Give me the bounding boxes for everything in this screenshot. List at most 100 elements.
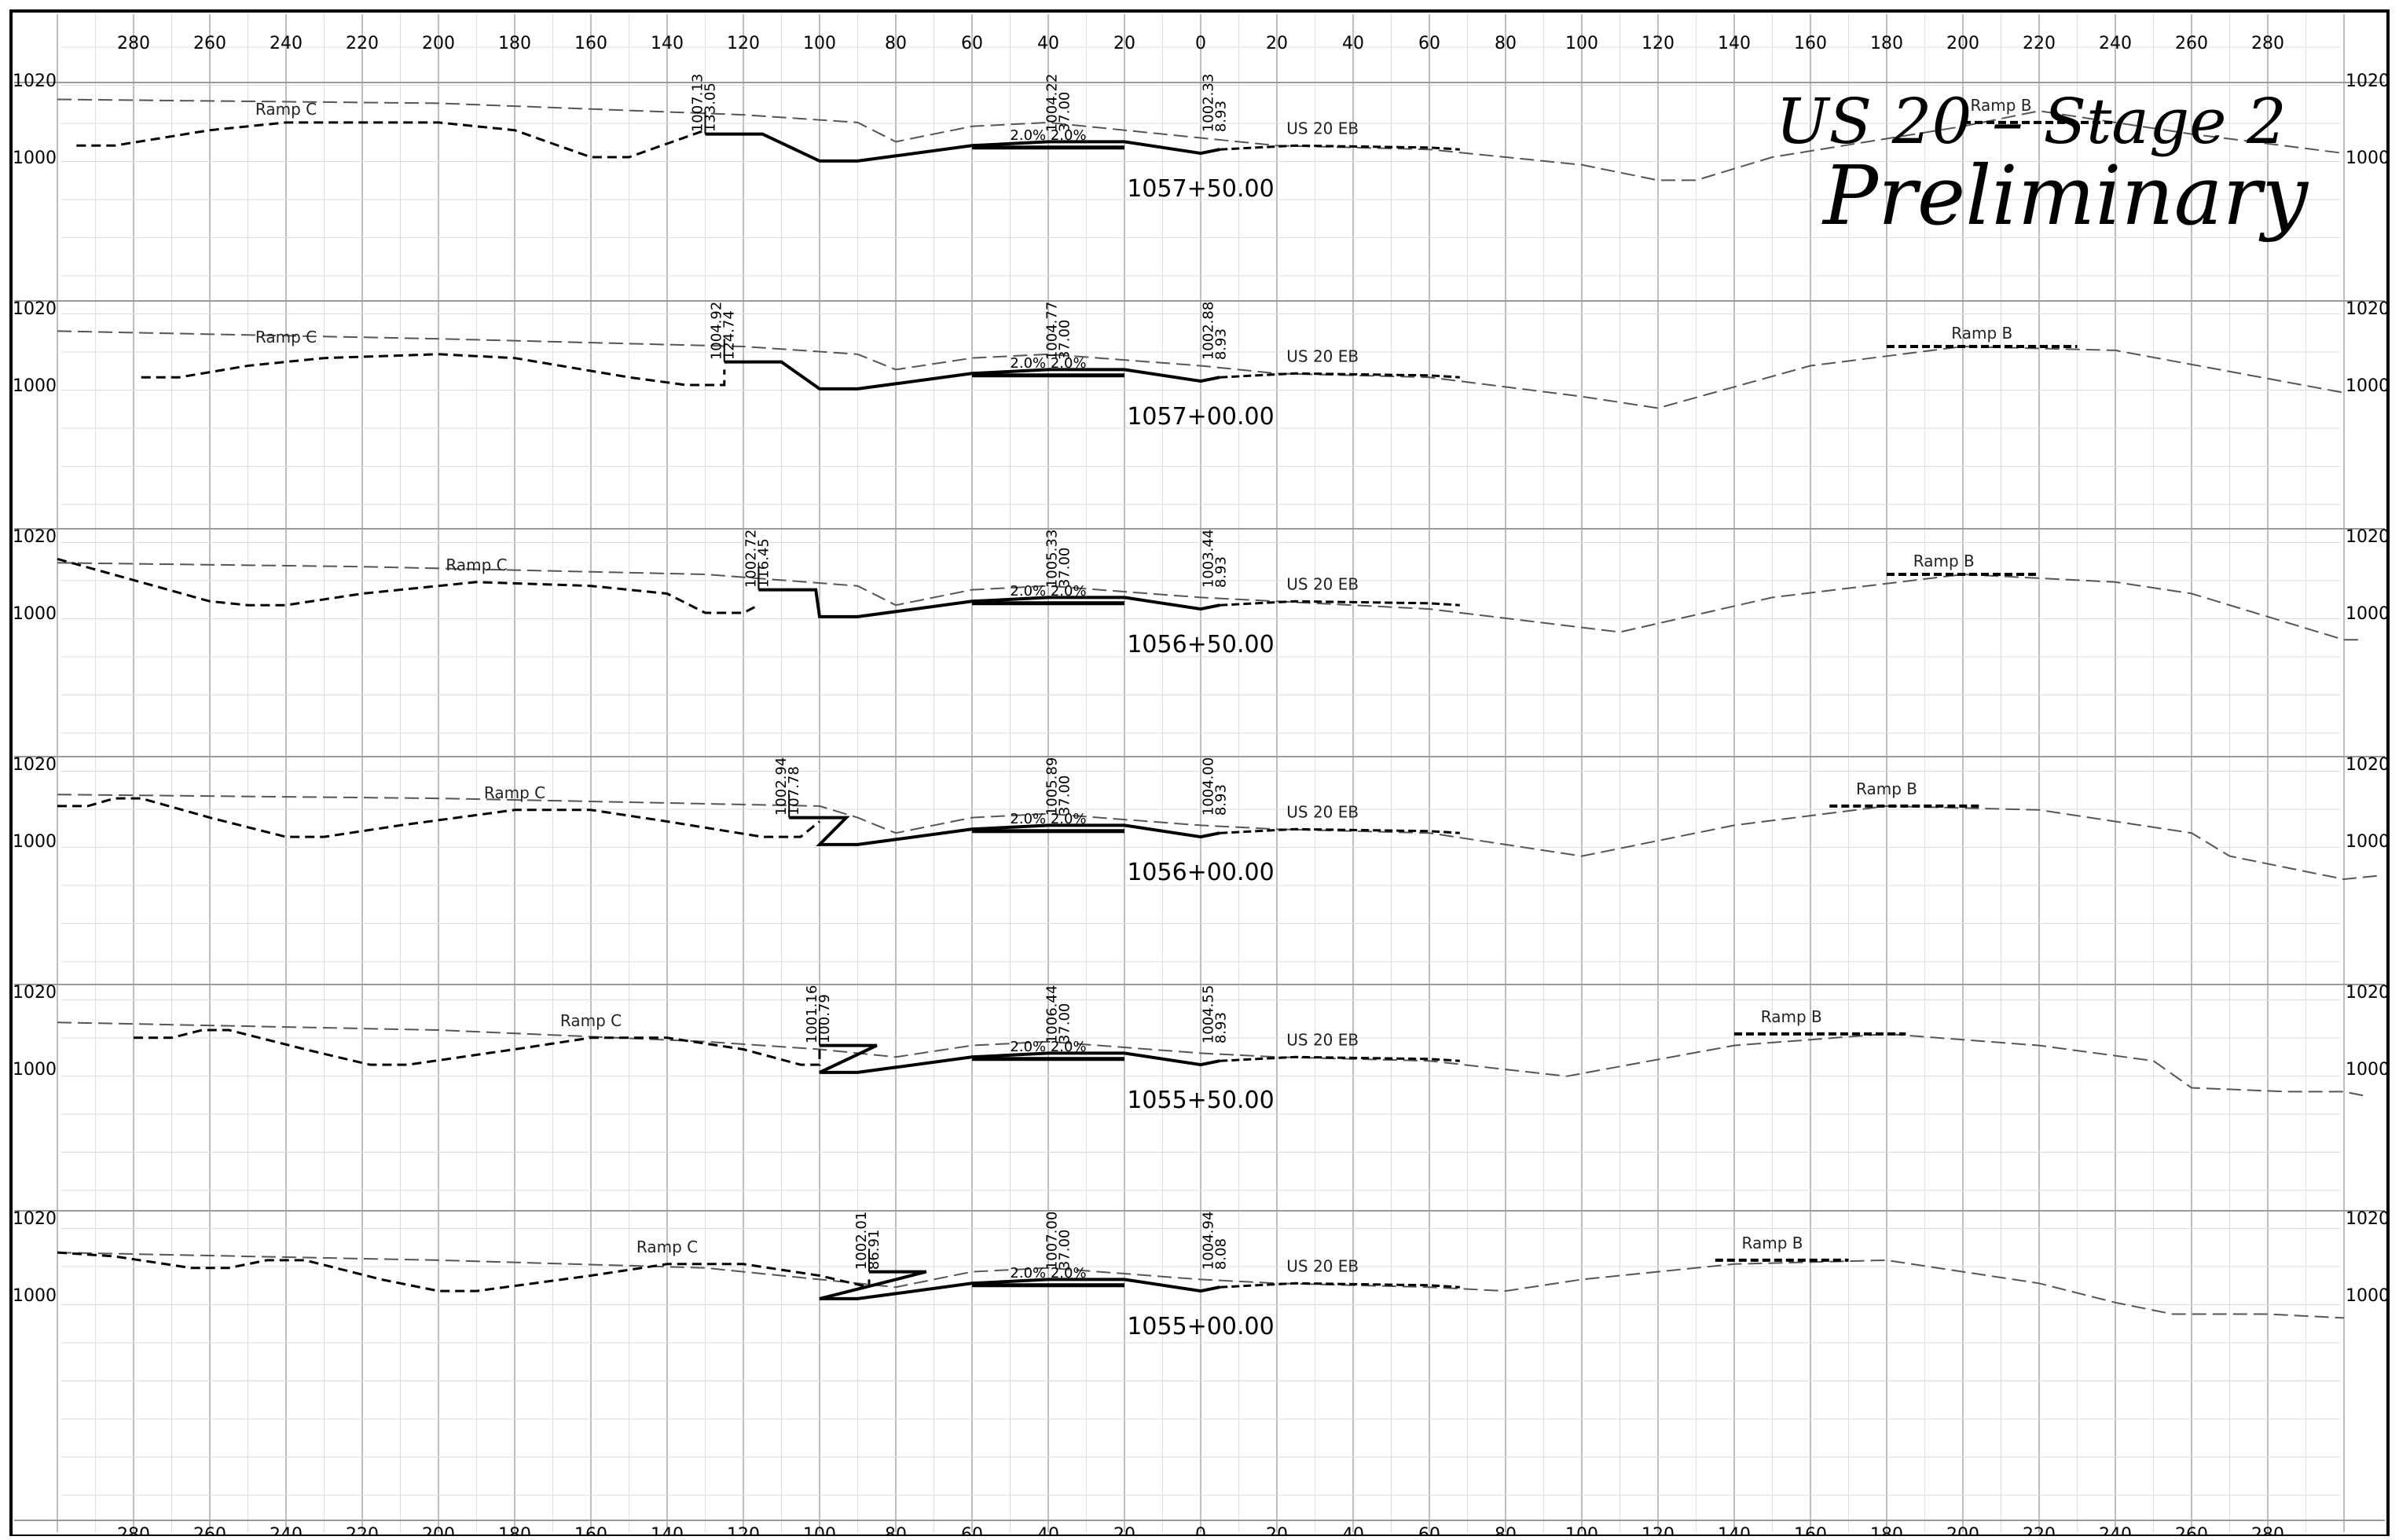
right-edge-elevation-offset-label: 8.93 [1212, 1012, 1229, 1043]
cross-slope-label: 2.0% 2.0% [1010, 1039, 1086, 1055]
centerline-elevation-offset-label: 37.00 [1057, 1230, 1073, 1270]
elevation-label-left: 1020 [13, 527, 57, 547]
offset-tick-label: 280 [2251, 1525, 2284, 1536]
station-label: 1056+50.00 [1127, 631, 1274, 658]
station-label: 1056+00.00 [1127, 859, 1274, 886]
proposed-section-line [705, 132, 1220, 163]
us20-eb-profile [1220, 600, 1460, 607]
offset-tick-label: 200 [422, 1525, 455, 1536]
elevation-label-right: 1020 [2346, 755, 2390, 775]
offset-tick-label: 80 [1495, 1525, 1517, 1536]
elevation-label-right: 1000 [2346, 1286, 2390, 1306]
edge-elevation-offset-label: 86.91 [866, 1230, 882, 1270]
existing-ground-line [57, 1252, 2345, 1319]
us20-eb-profile [1220, 372, 1460, 379]
station-label: 1057+00.00 [1127, 403, 1274, 431]
elevation-label-left: 1020 [13, 1209, 57, 1229]
us20-eb-label: US 20 EB [1286, 347, 1359, 366]
offset-tick-label: 260 [2175, 1525, 2208, 1536]
offset-tick-label: 140 [1718, 34, 1751, 53]
right-edge-elevation-offset-label: 1004.94 [1200, 1212, 1216, 1270]
centerline-elevation-offset-label: 37.00 [1057, 548, 1073, 588]
ramp-c-label: Ramp C [255, 100, 317, 119]
edge-elevation-offset-label: 1004.92 [709, 302, 725, 360]
centerline-elevation-offset-label: 1004.22 [1044, 74, 1061, 132]
us20-eb-profile [1220, 1055, 1460, 1062]
ramp-b-label: Ramp B [1856, 779, 1917, 798]
station-label: 1055+50.00 [1127, 1087, 1274, 1114]
offset-tick-label: 200 [1946, 34, 1979, 53]
us20-eb-profile [1220, 827, 1460, 834]
offset-tick-label: 220 [2023, 34, 2056, 53]
offset-tick-label: 120 [1642, 34, 1675, 53]
ramp-b-label: Ramp B [1951, 324, 2012, 343]
ramp-b-label: Ramp B [1971, 96, 2032, 115]
offset-tick-label: 20 [1113, 34, 1135, 53]
offset-tick-label: 140 [651, 34, 684, 53]
ramp-b-label: Ramp B [1913, 552, 1975, 570]
offset-tick-label: 240 [2099, 1525, 2132, 1536]
offset-tick-label: 80 [885, 34, 907, 53]
offset-tick-label: 100 [803, 1525, 836, 1536]
offset-tick-label: 40 [1037, 34, 1059, 53]
elevation-label-right: 1000 [2346, 604, 2390, 624]
ramp-c-profile [57, 797, 820, 838]
offset-tick-label: 40 [1342, 1525, 1364, 1536]
elevation-label-right: 1020 [2346, 527, 2390, 547]
offset-tick-label: 40 [1037, 1525, 1059, 1536]
ramp-c-label: Ramp C [446, 556, 507, 574]
edge-elevation-offset-label: 1002.01 [853, 1212, 870, 1270]
offset-tick-label: 0 [1195, 1525, 1206, 1536]
elevation-label-right: 1000 [2346, 1060, 2390, 1080]
offset-tick-label: 280 [117, 34, 150, 53]
right-edge-elevation-offset-label: 1003.44 [1200, 530, 1216, 588]
ramp-c-profile [141, 353, 726, 387]
station-label: 1057+50.00 [1127, 175, 1274, 203]
offset-tick-label: 160 [1794, 34, 1827, 53]
offset-tick-label: 220 [346, 34, 379, 53]
offset-tick-label: 140 [651, 1525, 684, 1536]
edge-elevation-offset-label: 133.05 [702, 82, 719, 132]
offset-tick-label: 20 [1266, 1525, 1288, 1536]
elevation-label-right: 1020 [2346, 72, 2390, 91]
existing-ground-line [57, 562, 2364, 641]
offset-tick-label: 180 [1870, 1525, 1903, 1536]
offset-tick-label: 200 [422, 34, 455, 53]
ramp-c-label: Ramp C [484, 783, 545, 802]
elevation-label-left: 1020 [13, 983, 57, 1003]
us20-eb-label: US 20 EB [1286, 1031, 1359, 1050]
ramp-c-label: Ramp C [636, 1238, 698, 1256]
edge-elevation-offset-label: 1007.13 [690, 74, 706, 132]
right-edge-elevation-offset-label: 1004.00 [1200, 757, 1216, 816]
ramp-c-profile [134, 1028, 821, 1066]
title-line-1: US 20 – Stage 2 [1776, 85, 2287, 158]
centerline-elevation-offset-label: 37.00 [1057, 320, 1073, 361]
us20-eb-label: US 20 EB [1286, 1257, 1359, 1276]
elevation-label-right: 1020 [2346, 983, 2390, 1003]
centerline-elevation-offset-label: 1006.44 [1044, 985, 1061, 1043]
edge-elevation-offset-label: 1002.72 [743, 530, 759, 588]
offset-tick-label: 160 [574, 1525, 607, 1536]
cross-slope-label: 2.0% 2.0% [1010, 583, 1086, 600]
offset-tick-label: 100 [803, 34, 836, 53]
ramp-c-profile [57, 557, 760, 614]
us20-eb-label: US 20 EB [1286, 575, 1359, 594]
offset-tick-label: 240 [270, 1525, 303, 1536]
right-edge-elevation-offset-label: 8.93 [1212, 328, 1229, 360]
offset-tick-label: 240 [270, 34, 303, 53]
ramp-c-label: Ramp C [255, 328, 317, 346]
offset-tick-label: 100 [1565, 34, 1598, 53]
elevation-label-left: 1000 [13, 148, 57, 168]
centerline-elevation-offset-label: 1005.33 [1044, 530, 1061, 588]
offset-tick-label: 80 [885, 1525, 907, 1536]
cross-slope-label: 2.0% 2.0% [1010, 811, 1086, 827]
ramp-c-profile [76, 121, 706, 159]
